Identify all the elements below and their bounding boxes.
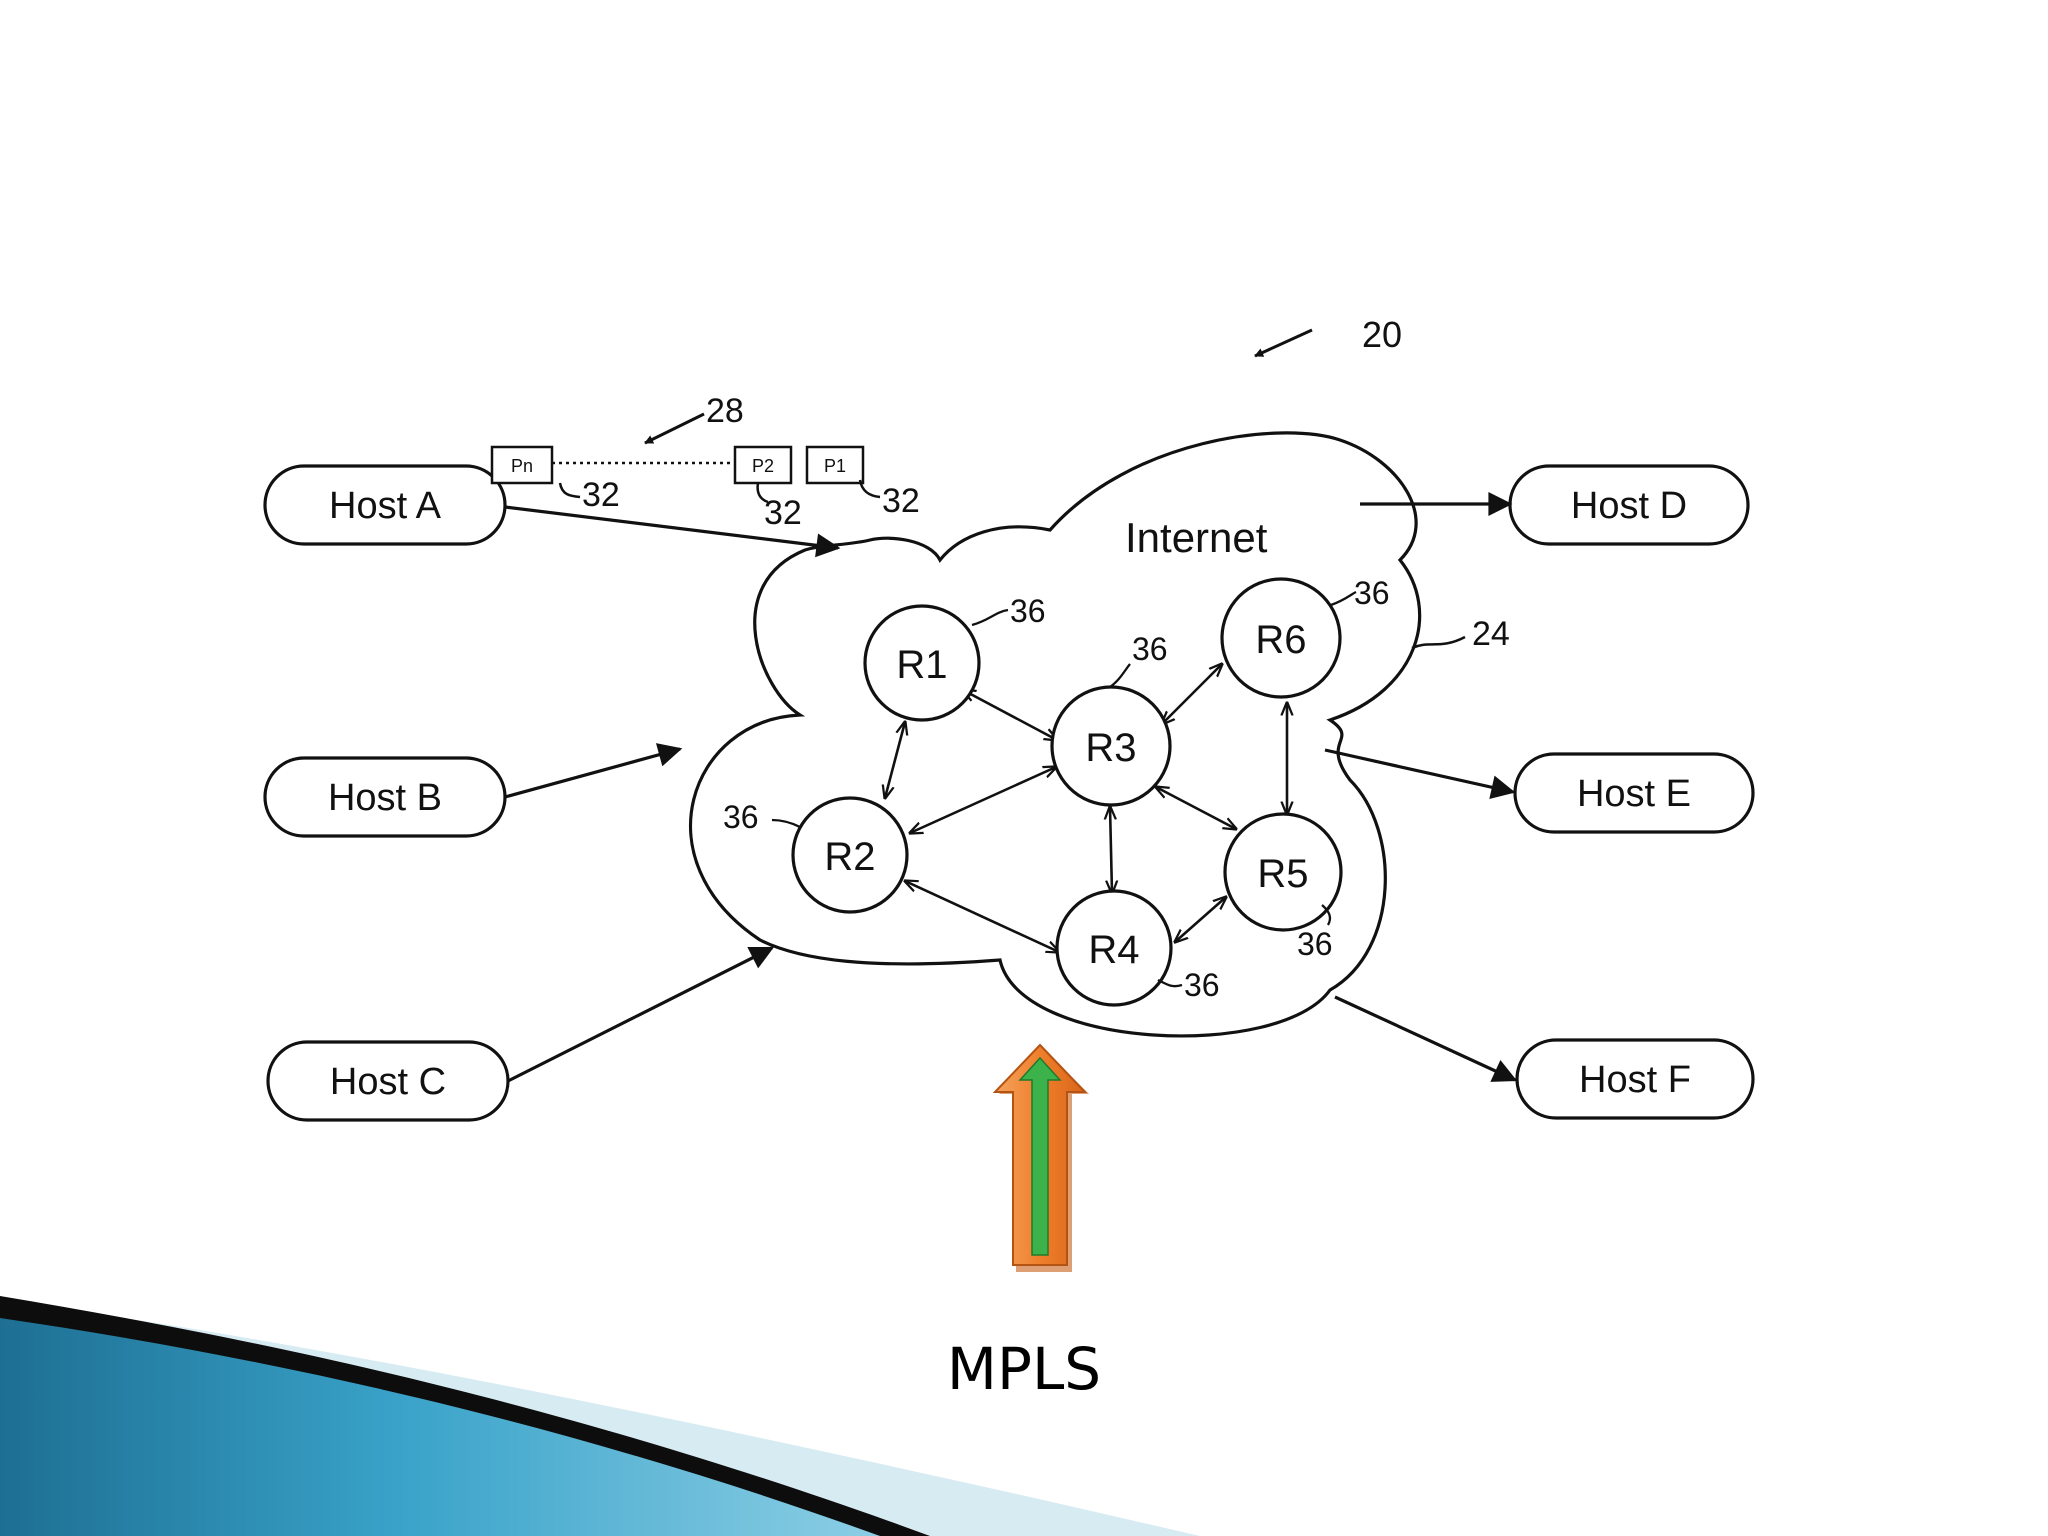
host-d: Host D [1508,464,1750,546]
router-r5: R5 [1223,812,1343,932]
router-refs: 36 36 36 36 36 36 [723,575,1390,1003]
host-e: Host E [1513,752,1755,834]
host-b: Host B [263,756,507,838]
mpls-up-arrow [992,1043,1089,1272]
host-d-label: Host D [1571,485,1687,527]
host-a-label: Host A [329,485,442,527]
router-r4-label: R4 [1088,928,1139,972]
packet-p1-ref: 32 [882,482,920,520]
network-ref-number: 24 [1472,615,1510,653]
router-r4-ref: 36 [1184,967,1220,1003]
router-r6-ref: 36 [1354,575,1390,611]
packet-pn-box [490,445,554,485]
router-r1: R1 [863,604,981,722]
packet-pn-ref: 32 [582,476,620,514]
decorative-corner-band [0,1296,1200,1536]
packet-p1-label: P1 [824,456,846,476]
router-r1-label: R1 [896,643,947,687]
internet-cloud [689,431,1422,1038]
router-r3-label: R3 [1085,726,1136,770]
router-r4: R4 [1055,889,1173,1007]
host-a: Host A [263,464,507,546]
router-r3: R3 [1050,685,1172,807]
caption-mpls: MPLS [946,1335,1102,1403]
host-b-label: Host B [328,777,442,819]
packet-p2-box [733,445,793,485]
router-r5-label: R5 [1257,852,1308,896]
host-f: Host F [1515,1038,1755,1120]
router-r6: R6 [1220,577,1342,699]
host-e-label: Host E [1577,773,1691,815]
router-r2: R2 [791,796,909,914]
packet-p2-label: P2 [752,456,774,476]
host-c-label: Host C [330,1061,446,1103]
host-c: Host C [266,1040,510,1122]
network-ref-leader [1411,635,1466,650]
internet-label: Internet [1125,514,1268,561]
packet-pn-label: Pn [511,456,533,476]
packet-p1-box [805,445,865,485]
host-arrows [504,492,1518,1083]
packet-p2-ref: 32 [764,494,802,532]
packet-stream-ref: 28 [706,392,744,430]
router-r2-ref: 36 [723,799,759,835]
packet-stream: Pn P2 P1 32 32 32 28 [490,392,920,532]
host-f-label: Host F [1579,1059,1691,1101]
router-r5-ref: 36 [1297,926,1333,962]
router-links [885,664,1287,952]
router-r3-ref: 36 [1132,631,1168,667]
router-r2-label: R2 [824,835,875,879]
figure-reference: 20 [1254,314,1402,358]
router-r1-ref: 36 [1010,593,1046,629]
figure-ref-number: 20 [1362,314,1402,355]
router-r6-label: R6 [1255,618,1306,662]
